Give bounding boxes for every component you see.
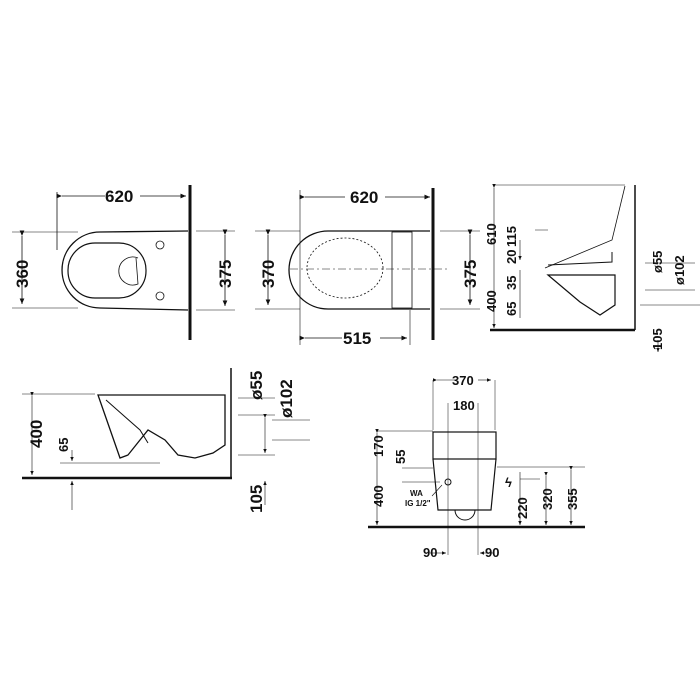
front-view-320: 320 bbox=[540, 488, 555, 510]
front-view-55: 55 bbox=[393, 450, 408, 464]
seat-view-bottom-width: 515 bbox=[343, 329, 371, 348]
front-view-inner-width: 180 bbox=[453, 398, 475, 413]
side-seat-115: 115 bbox=[504, 226, 519, 247]
top-view-width: 620 bbox=[105, 187, 133, 206]
side-seat-20: 20 bbox=[504, 250, 519, 264]
side-view-with-seat bbox=[490, 183, 700, 352]
side-seat-105: 105 bbox=[650, 328, 665, 350]
side-seat-35: 35 bbox=[504, 276, 519, 290]
side-seat-d55: ø55 bbox=[650, 251, 665, 273]
side-view-bowl-depth: 65 bbox=[56, 438, 71, 452]
top-view-depth-left: 360 bbox=[13, 260, 32, 288]
front-view-left-offset: 90 bbox=[423, 545, 437, 560]
electric-icon: ϟ bbox=[505, 475, 512, 490]
front-view-170: 170 bbox=[371, 435, 386, 457]
top-view-with-seat bbox=[255, 188, 480, 345]
water-thread: IG 1/2" bbox=[405, 499, 431, 508]
top-view-depth-right: 375 bbox=[216, 260, 235, 288]
side-seat-d102: ø102 bbox=[672, 255, 687, 285]
seat-view-depth-left: 370 bbox=[259, 260, 278, 288]
side-view bbox=[22, 368, 310, 510]
front-view-width: 370 bbox=[452, 373, 474, 388]
water-label: WA bbox=[410, 489, 423, 498]
side-view-outlet-height: 105 bbox=[247, 485, 266, 513]
side-view-inlet-diameter: ø55 bbox=[247, 371, 266, 400]
side-view-outlet-diameter: ø102 bbox=[277, 379, 296, 418]
seat-view-width: 620 bbox=[350, 188, 378, 207]
front-view bbox=[368, 378, 585, 555]
top-view bbox=[12, 185, 235, 340]
front-view-right-offset: 90 bbox=[485, 545, 499, 560]
side-seat-400: 400 bbox=[484, 290, 499, 312]
front-view-355: 355 bbox=[565, 488, 580, 510]
front-view-400: 400 bbox=[371, 485, 386, 507]
side-seat-65: 65 bbox=[504, 302, 519, 316]
side-view-height: 400 bbox=[27, 420, 46, 448]
side-seat-610: 610 bbox=[484, 223, 499, 245]
front-view-220: 220 bbox=[515, 497, 530, 519]
seat-view-depth-right: 375 bbox=[461, 260, 480, 288]
